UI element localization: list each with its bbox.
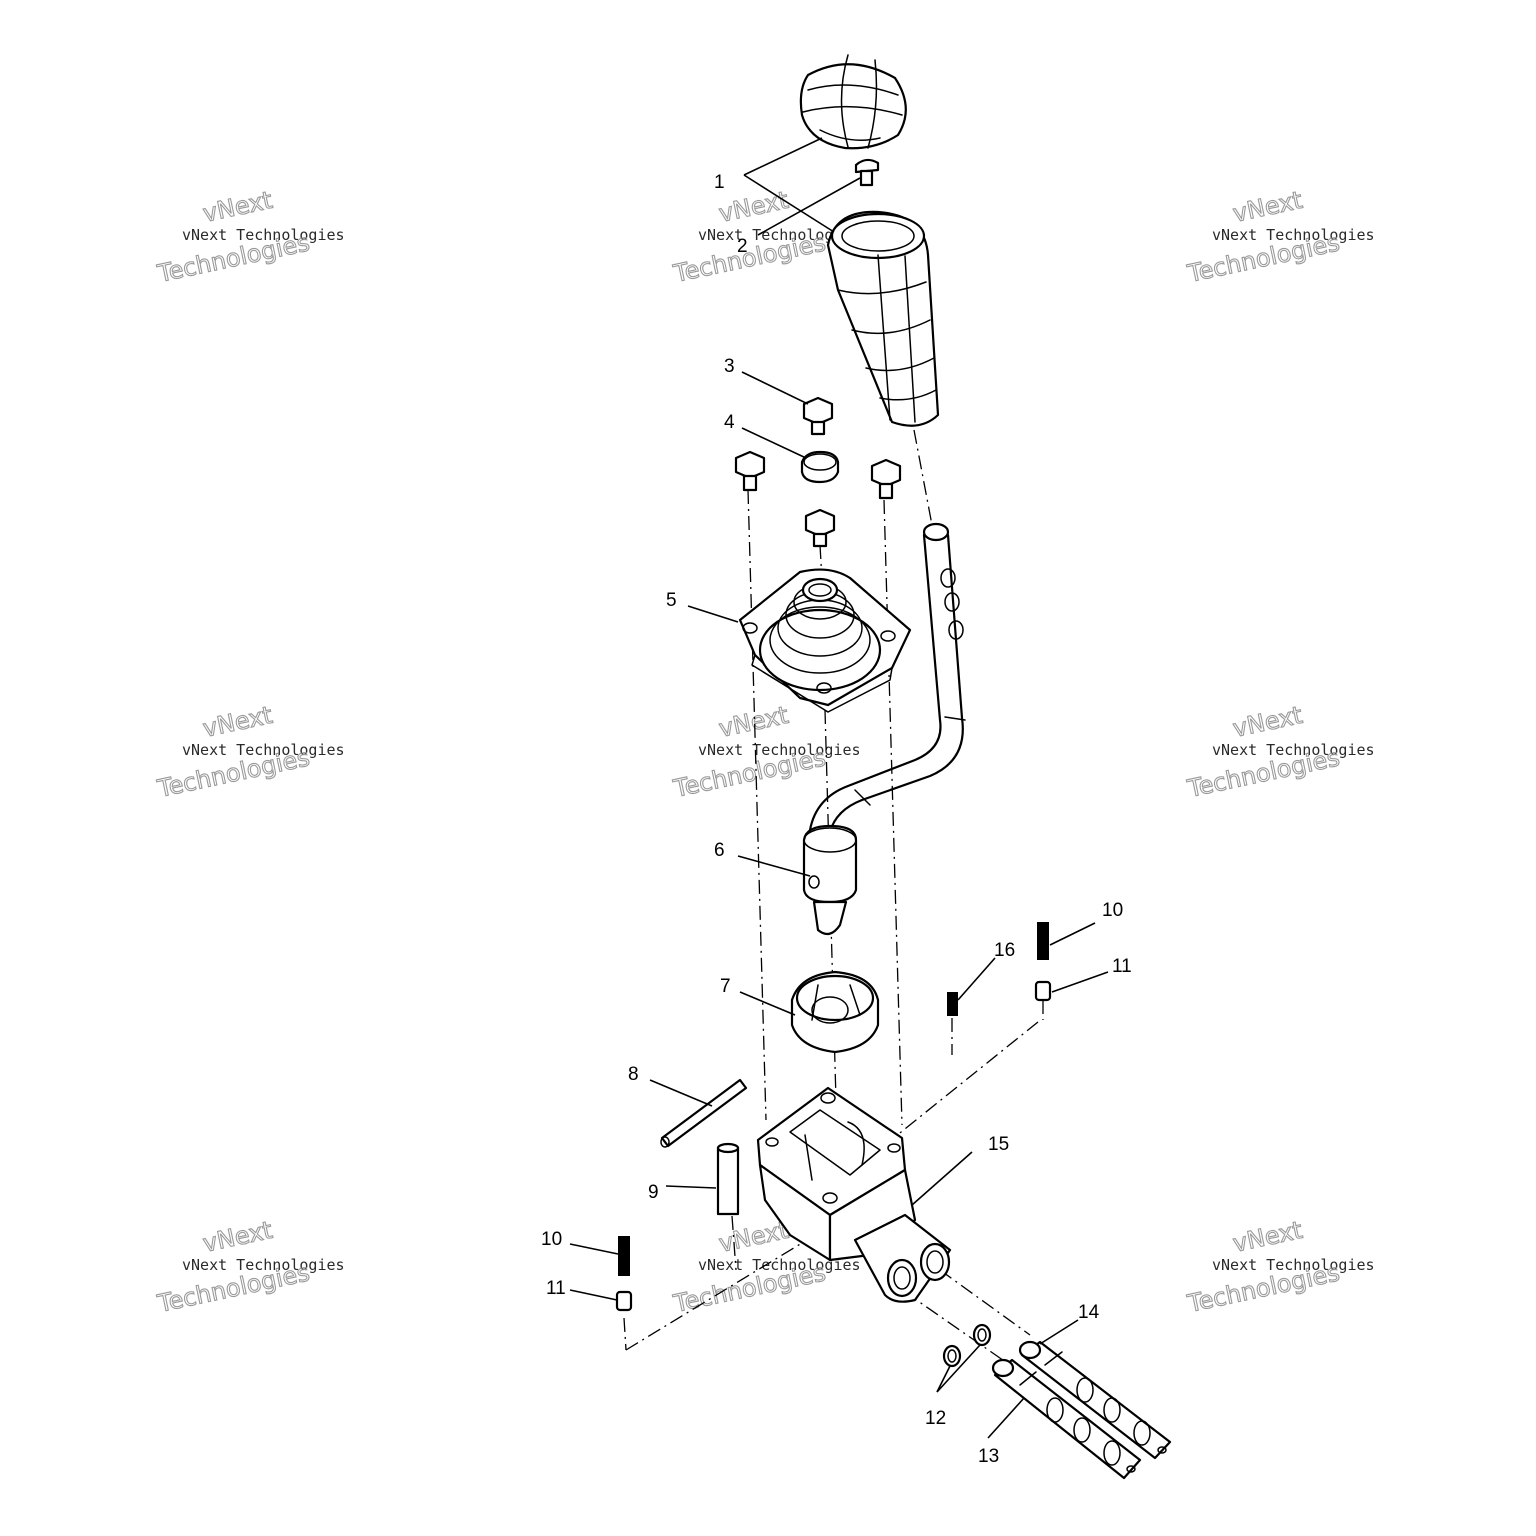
spring: [618, 1236, 630, 1276]
watermark: vNext vNext Technologies Technologies: [154, 1215, 345, 1318]
plunger: [615, 1290, 633, 1312]
watermark-text: vNext Technologies: [698, 1256, 861, 1274]
watermark-text: vNext Technologies: [1212, 1256, 1375, 1274]
part-11-plunger: [1034, 980, 1052, 1002]
watermark: vNext vNext Technologies Technologies: [1184, 185, 1375, 288]
callout-5: 5: [666, 590, 677, 611]
callout-3: 3: [724, 356, 735, 377]
watermark: vNext vNext Technologies Technologies: [1184, 700, 1375, 803]
callout-2: 2: [737, 236, 748, 257]
part-7-pivot-block: [790, 970, 880, 1054]
watermark-outline-top: vNext: [1230, 186, 1304, 228]
part-12-o-ring: [942, 1344, 962, 1368]
part-15-shift-housing: [756, 1086, 952, 1303]
callout-12: 12: [925, 1408, 946, 1429]
watermark-text: vNext Technologies: [182, 741, 345, 759]
part-2-screw: [854, 158, 880, 187]
callout-11-lower: 11: [546, 1278, 566, 1299]
watermark-outline-top: vNext: [1230, 1216, 1304, 1258]
callout-14: 14: [1078, 1302, 1100, 1323]
watermark-outline-top: vNext: [200, 701, 274, 743]
callout-4: 4: [724, 412, 735, 433]
bolt: [870, 458, 902, 500]
callout-15: 15: [988, 1134, 1009, 1155]
leader-lines: [569, 137, 1109, 1439]
watermark-outline-top: vNext: [716, 186, 790, 228]
part-14-shift-rod: [1018, 1340, 1172, 1460]
part-6-shift-lever: [802, 522, 966, 936]
callout-16: 16: [994, 940, 1015, 961]
watermark-text: vNext Technologies: [698, 226, 861, 244]
watermark-text: vNext Technologies: [182, 226, 345, 244]
watermark: vNext vNext Technologies Technologies: [154, 700, 345, 803]
watermark: vNext vNext Technologies Technologies: [154, 185, 345, 288]
watermark-text: vNext Technologies: [182, 1256, 345, 1274]
part-9-dowel: [716, 1142, 740, 1216]
callout-10-upper: 10: [1102, 900, 1123, 921]
callout-7: 7: [720, 976, 731, 997]
callouts: 1 2 3 4 5 6 7 8 9 10 10 11 11 12 13 14 1…: [541, 172, 1132, 1467]
callout-8: 8: [628, 1064, 639, 1085]
part-8-pin: [660, 1078, 748, 1148]
callout-9: 9: [648, 1182, 659, 1203]
bolt: [804, 508, 836, 548]
part-1-shift-knob: [799, 54, 907, 150]
part-13-shift-rod: [991, 1358, 1142, 1480]
callout-6: 6: [714, 840, 725, 861]
watermark-outline-top: vNext: [200, 1216, 274, 1258]
part-3-bolt: [802, 396, 834, 436]
part-16-set-screw: [947, 992, 958, 1016]
watermark-text: vNext Technologies: [698, 741, 861, 759]
callout-1: 1: [714, 172, 725, 193]
part-5-boot-plate: [738, 568, 912, 713]
bolt: [734, 450, 766, 492]
part-10-spring: [1037, 922, 1049, 960]
callout-11-upper: 11: [1112, 956, 1132, 977]
part-4-ring: [800, 450, 840, 484]
o-ring: [972, 1323, 992, 1347]
shift-boot: [826, 210, 940, 427]
watermark: vNext vNext Technologies Technologies: [670, 700, 861, 803]
watermark-outline-top: vNext: [1230, 701, 1304, 743]
watermark-text: vNext Technologies: [1212, 226, 1375, 244]
callout-13: 13: [978, 1446, 999, 1467]
callout-10-lower: 10: [541, 1229, 562, 1250]
watermark-text: vNext Technologies: [1212, 741, 1375, 759]
watermark-outline-top: vNext: [200, 186, 274, 228]
watermark: vNext vNext Technologies Technologies: [1184, 1215, 1375, 1318]
